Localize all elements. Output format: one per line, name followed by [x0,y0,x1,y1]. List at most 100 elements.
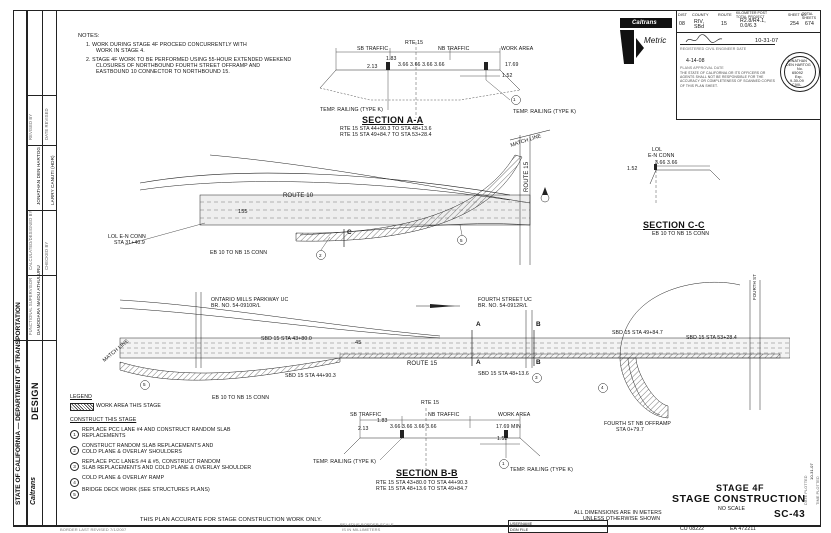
section-bb-sta-2: RTE 15 STA 48+13.6 TO STA 49+84.7 [376,486,468,492]
section-aa-callout-1: 1 [513,97,516,102]
upper-callout-2: 2 [319,253,322,258]
plans-approval-date-value: 4-14-08 [686,58,705,64]
section-bb-title: SECTION B-B [396,468,458,478]
legend-num-3: 3 [70,462,79,472]
disclaimer-text: THE STATE OF CALIFORNIA OR ITS OFFICERS … [680,71,775,88]
upper-c-mark: C [347,229,352,236]
section-aa-rail-left: TEMP. RAILING (TYPE K) [320,107,383,113]
signature-line [680,44,775,45]
section-bb-nb-traffic: NB TRAFFIC [428,412,460,418]
lower-offramp-sta: STA 0+79.7 [616,427,644,433]
state-dept-label: STATE OF CALIFORNIA — DEPARTMENT OF TRAN… [15,302,22,505]
signature-scribble [684,32,724,44]
section-aa-work-area: WORK AREA [501,46,534,52]
legend-item-5: 5 [70,486,83,504]
upper-callout-5: 5 [460,238,463,243]
footer-dimensions-2: UNLESS OTHERWISE SHOWN [583,516,661,522]
legend-item-4-text: COLD PLANE & OVERLAY RAMP [82,475,165,481]
tb-h-route: ROUTE [718,13,732,17]
footer-cu: CU 08222 [680,526,705,532]
lower-callout-5: 5 [143,382,146,387]
section-cc-dims: 3.66 3.66 [655,160,678,166]
functional-supervisor-label: FUNCTIONAL SUPERVISOR [28,277,33,335]
section-aa-title: SECTION A-A [362,115,424,125]
section-aa-dim-183: 1.83 [386,56,397,62]
tb-v-sheet: 254 [790,21,799,27]
section-aa-dim-213: 2.13 [367,64,378,70]
footer-border-revised: BORDER LAST REVISED 7/1/2007 [60,527,127,532]
tb-h-total: TOTAL SHEETS [802,12,817,20]
legend-item-4: 4 [70,474,83,492]
lower-sbd-sta-4: SBD 15 STA 44+90.3 [285,373,336,379]
tb-v-dist: 08 [679,21,685,27]
footer-dimensions: ALL DIMENSIONS ARE IN METERS [574,510,662,516]
upper-lol-sta: STA 31+40.9 [114,240,145,246]
caltrans-small-logo: Caltrans [30,476,37,505]
section-bb-work-area: WORK AREA [498,412,531,418]
legend-num-4: 4 [70,478,79,488]
note-line-1: 1. WORK DURING STAGE 4F PROCEED CONCURRE… [86,42,247,48]
section-aa-dim-1769: 17.69 [505,62,519,68]
metric-logo-text: Metric [644,36,667,45]
seal-line-7: CIVIL [792,83,802,87]
section-cc-title: SECTION C-C [643,220,705,230]
upper-eb10: EB 10 TO NB 15 CONN [210,250,268,256]
title-block [676,10,821,120]
tb-v-county: RIV, SBd [694,19,705,30]
section-bb-rail-right: TEMP. RAILING (TYPE K) [510,467,573,473]
tb-v-total: 674 [805,21,814,27]
seal-line-4: 65092 [792,71,804,75]
upper-station: 155 [238,209,248,215]
section-aa-nb-traffic: NB TRAFFIC [438,46,470,52]
legend-construct-title: CONSTRUCT THIS STAGE [70,417,137,423]
tb-h-sheet: SHEET NO. [788,13,808,17]
tb-h-kp: KILOMETER POST TOTAL PROJECT [736,11,768,19]
legend-item-3-text: REPLACE PCC LANES #4 & #5, CONSTRUCT RAN… [82,459,221,465]
engineer-seal-inner [784,56,816,88]
designer-name: JONATHAN DEN HARTOG [36,146,41,205]
plans-approval-label: PLANS APPROVAL DATE [680,66,724,70]
note-line-2: WORK IN STAGE 4. [96,48,145,54]
footer-relative-scale: RELATIVE BORDER SCALE [340,522,394,527]
legend-num-2: 2 [70,446,79,456]
section-cc-lol: LOL [652,147,663,153]
lower-sbd-sta-2: SBD 15 STA 49+84.7 [612,330,663,336]
upper-route-15: ROUTE 15 [524,161,530,192]
lower-callout-4: 4 [601,385,604,390]
legend-hatch-icon [70,403,94,411]
section-aa-dims: 3.66 3.66 3.66 3.66 [398,62,445,68]
left-strip-divider-3 [27,210,57,211]
section-aa-rail-right: TEMP. RAILING (TYPE K) [513,109,576,115]
lower-station: 45 [355,340,362,346]
lower-sbd-sta-3: SBD 15 STA 53+28.4 [686,335,737,341]
design-label: DESIGN [30,381,40,420]
date-signed: 10-31-07 [755,38,779,44]
title-block-header-row [676,10,821,33]
left-strip-divider-4 [27,275,57,276]
lower-sbd-sta-5: SBD 15 STA 48+13.6 [478,371,529,377]
seal-line-6: 9-30-09 [790,79,804,83]
section-bb-callout-1: 1 [502,461,505,466]
section-bb-dim-213: 2.13 [358,426,369,432]
signature-icon [685,34,723,43]
section-cc-dim-152: 1.52 [627,166,638,172]
lower-fourth-offramp: FOURTH ST NB OFFRAMP [604,421,671,427]
left-strip-divider-5 [13,340,57,341]
caltrans-logo-icon [620,18,672,64]
seal-line-3: No. [797,67,803,71]
section-cc-drawing [649,160,721,205]
seal-line-5: Exp. [795,75,803,79]
section-bb-drawing [343,408,541,476]
lower-fourth-br: BR. NO. 54-0912R/L [478,303,528,309]
legend-item-2: 2 [70,442,83,460]
seal-line-1: JONATHAN [787,59,807,63]
legend-item-1-text2: REPLACEMENTS [82,433,126,439]
calculated-by-label: CALCULATED/DESIGNED BY [28,210,33,270]
legend-num-1: 1 [70,430,79,440]
section-bb-dim-1769: 17.69 MIN [496,424,521,430]
left-strip-divider-2 [27,145,57,146]
section-aa-route: RTE 15 [405,40,424,46]
lower-b-mark-bottom: B [536,359,541,366]
tb-h-county: COUNTY [692,13,709,17]
lower-fourth-st: FOURTH ST [752,274,757,300]
